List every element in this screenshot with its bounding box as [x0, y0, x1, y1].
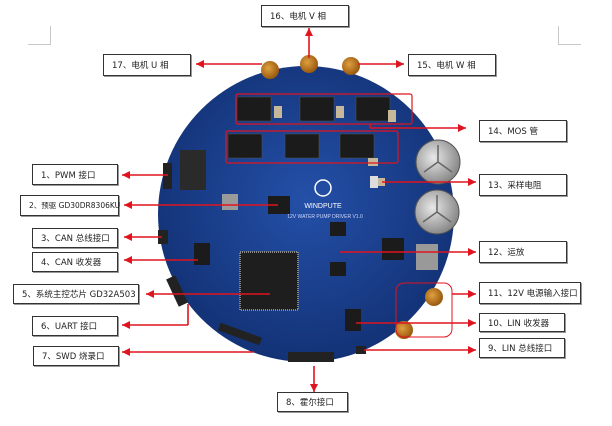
board-logo: WINDPUTE: [304, 203, 342, 210]
pwm-header: [163, 163, 172, 189]
label-lin-transceiver: 10、LIN 收发器: [479, 313, 565, 332]
mosfet-group: [227, 96, 391, 159]
label-text: 15、电机 W 相: [417, 61, 476, 71]
power-terminal-1: [425, 288, 443, 306]
label-text: 14、MOS 管: [488, 127, 538, 137]
label-text: 3、CAN 总线接口: [41, 234, 110, 244]
label-text: 7、SWD 烧录口: [42, 352, 105, 362]
arrowheads: [122, 28, 476, 392]
label-op-amp: 12、运放: [479, 241, 567, 263]
label-text: 12、运放: [488, 248, 525, 258]
label-text: 6、UART 接口: [41, 322, 98, 332]
label-main-mcu: 5、系统主控芯片 GD32A503: [13, 284, 139, 304]
power-terminal-2: [395, 321, 413, 339]
page-corner-mark-left: [28, 26, 51, 45]
board-title: 12V WATER PUMP DRIVER V1.0: [287, 214, 363, 220]
label-uart-port: 6、UART 接口: [32, 316, 118, 336]
phase-u-terminal: [261, 61, 279, 79]
label-can-port: 3、CAN 总线接口: [32, 228, 118, 248]
label-text: 11、12V 电源输入接口: [488, 289, 578, 299]
label-motor-v-phase: 16、电机 V 相: [261, 5, 349, 27]
label-sampling-resistor: 13、采样电阻: [479, 174, 567, 196]
label-text: 8、霍尔接口: [286, 398, 334, 408]
label-pre-driver: 2、预驱 GD30DR8306KU: [20, 195, 121, 216]
label-mos: 14、MOS 管: [479, 120, 567, 142]
phase-v-terminal: [300, 55, 318, 73]
label-motor-u-phase: 17、电机 U 相: [103, 54, 191, 76]
label-text: 17、电机 U 相: [112, 61, 169, 71]
label-text: 2、预驱 GD30DR8306KU: [29, 201, 121, 210]
label-motor-w-phase: 15、电机 W 相: [408, 54, 496, 76]
label-text: 5、系统主控芯片 GD32A503: [22, 290, 136, 300]
label-text: 16、电机 V 相: [270, 12, 327, 22]
label-pwm-port: 1、PWM 接口: [32, 164, 118, 185]
page-corner-mark-right: [558, 26, 581, 45]
label-text: 13、采样电阻: [488, 181, 542, 191]
label-lin-port: 9、LIN 总线接口: [479, 338, 565, 358]
phase-w-terminal: [342, 57, 360, 75]
label-text: 1、PWM 接口: [41, 170, 96, 181]
label-text: 10、LIN 收发器: [488, 318, 550, 329]
label-text: 9、LIN 总线接口: [488, 344, 553, 354]
label-swd-port: 7、SWD 烧录口: [33, 346, 119, 366]
label-can-transceiver: 4、CAN 收发器: [32, 252, 118, 272]
label-12v-power-input: 11、12V 电源输入接口: [479, 282, 581, 304]
label-hall-port: 8、霍尔接口: [277, 392, 348, 412]
label-text: 4、CAN 收发器: [41, 258, 102, 268]
